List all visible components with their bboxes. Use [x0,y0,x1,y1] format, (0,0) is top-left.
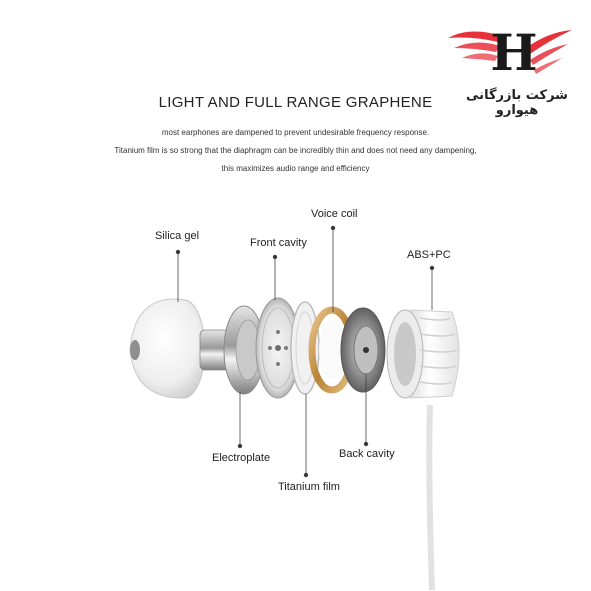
back-cavity-magnet [340,307,386,393]
electroplate-nozzle [199,305,265,395]
label-silica-gel: Silica gel [155,230,200,242]
label-abs-pc: ABS+PC [407,249,451,261]
label-titanium-film: Titanium film [278,481,340,493]
earphone-exploded-diagram [129,225,460,591]
silica-gel-tip [129,298,207,399]
description-line-3: this maximizes audio range and efficienc… [221,164,370,173]
description-line-2: Titanium film is so strong that the diap… [114,146,477,155]
logo-left-wing [448,31,502,61]
abs-pc-housing [386,309,460,591]
front-cavity-disc [255,297,301,399]
company-logo: H [448,23,572,82]
headline: LIGHT AND FULL RANGE GRAPHENE [158,94,433,111]
label-voice-coil: Voice coil [311,208,358,220]
company-name: شرکت بازرگانی هیوارو [466,88,568,118]
logo-letter: H [490,23,537,82]
logo-right-wing [526,30,572,74]
label-front-cavity: Front cavity [250,237,307,249]
leader-lines [175,225,435,478]
description-line-1: most earphones are dampened to prevent u… [161,128,430,137]
label-electroplate: Electroplate [212,452,271,464]
label-back-cavity: Back cavity [339,448,395,460]
